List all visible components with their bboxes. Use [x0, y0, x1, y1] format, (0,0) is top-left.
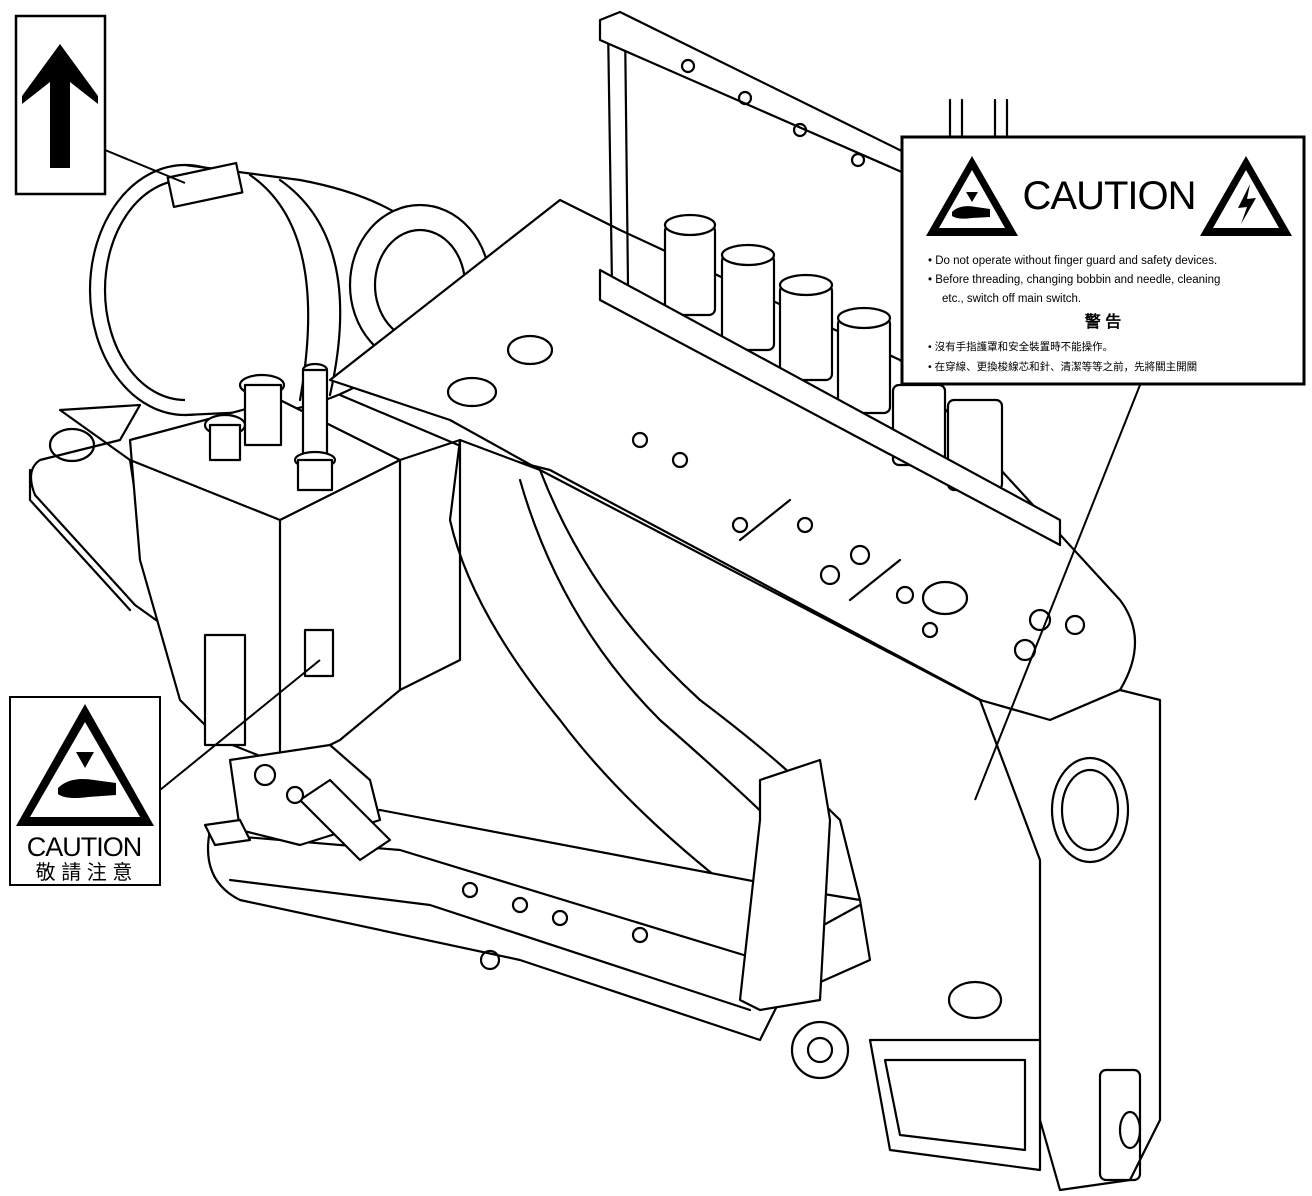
machine-bed [206, 808, 872, 1042]
arm-side-screw [1118, 1110, 1142, 1150]
leader-arrow-label [104, 149, 186, 184]
needle-caution-zh-title: 敬 請 注 意 [36, 861, 133, 884]
main-caution-zh-title: 警 告 [1084, 312, 1121, 331]
leader-lines [104, 149, 1141, 801]
main-caution-line-3: etc., switch off main switch. [942, 293, 1081, 305]
bed-front-edge [228, 878, 752, 1012]
lower-cover-plate-inner [883, 1058, 1027, 1152]
main-caution-zh-line-1: • 沒有手指護罩和安全裝置時不能操作。 [928, 340, 1113, 353]
base-plate-hole [48, 427, 96, 463]
arm-round-cover [1050, 756, 1130, 864]
tension-rail [598, 268, 1062, 547]
hand-crush-hazard-icon [926, 156, 1018, 236]
lower-bearing-inner [806, 1036, 834, 1064]
needle-bar [203, 633, 247, 747]
main-caution-label: CAUTION • Do not operate without finger … [900, 135, 1306, 386]
arm-tension-knobs [663, 213, 1004, 492]
needle-caution-label: CAUTION 敬 請 注 意 [9, 696, 161, 886]
arm-right-side [978, 688, 1162, 1192]
motor-band-2 [278, 178, 342, 397]
leader-needle-caution [159, 659, 321, 791]
knee-lifter-lever [738, 758, 832, 1012]
top-surface-holes [446, 334, 1086, 662]
thread-stand-pins [948, 98, 1009, 142]
arm-seam-1 [738, 498, 792, 542]
head-knobs [203, 362, 337, 492]
head-front-face [128, 458, 402, 762]
leader-main-caution [974, 384, 1141, 801]
head-side-plate [398, 438, 462, 692]
main-caution-title: CAUTION [1023, 174, 1196, 218]
thread-stand-post [606, 23, 630, 287]
throat-inner-edge [518, 478, 782, 832]
needle-hand-crush-hazard-icon [16, 704, 154, 826]
electric-shock-hazard-icon [1200, 156, 1292, 236]
main-caution-line-2: • Before threading, changing bobbin and … [928, 274, 1220, 286]
main-caution-zh-line-2: • 在穿線、更換梭線芯和針、清潔等等之前，先將關主開關 [928, 360, 1197, 373]
base-plate-edge [28, 468, 132, 612]
bed-holes [461, 881, 649, 971]
arm-seam-2 [848, 558, 902, 602]
arm-round-cover-inner [1060, 768, 1120, 852]
motor-label-plate [166, 161, 244, 209]
presser-foot-assembly [203, 743, 392, 862]
up-arrow-icon [22, 44, 98, 168]
needle-caution-title: CAUTION [27, 832, 142, 862]
sewing-machine-illustration [28, 10, 1162, 1192]
thread-stand-rail [598, 10, 922, 182]
lower-cover-round [947, 980, 1003, 1020]
main-caution-line-1: • Do not operate without finger guard an… [928, 255, 1217, 267]
direction-arrow-label [14, 14, 107, 196]
lower-bearing [790, 1020, 850, 1080]
motor-band-1 [248, 173, 310, 402]
machine-head [128, 398, 402, 762]
